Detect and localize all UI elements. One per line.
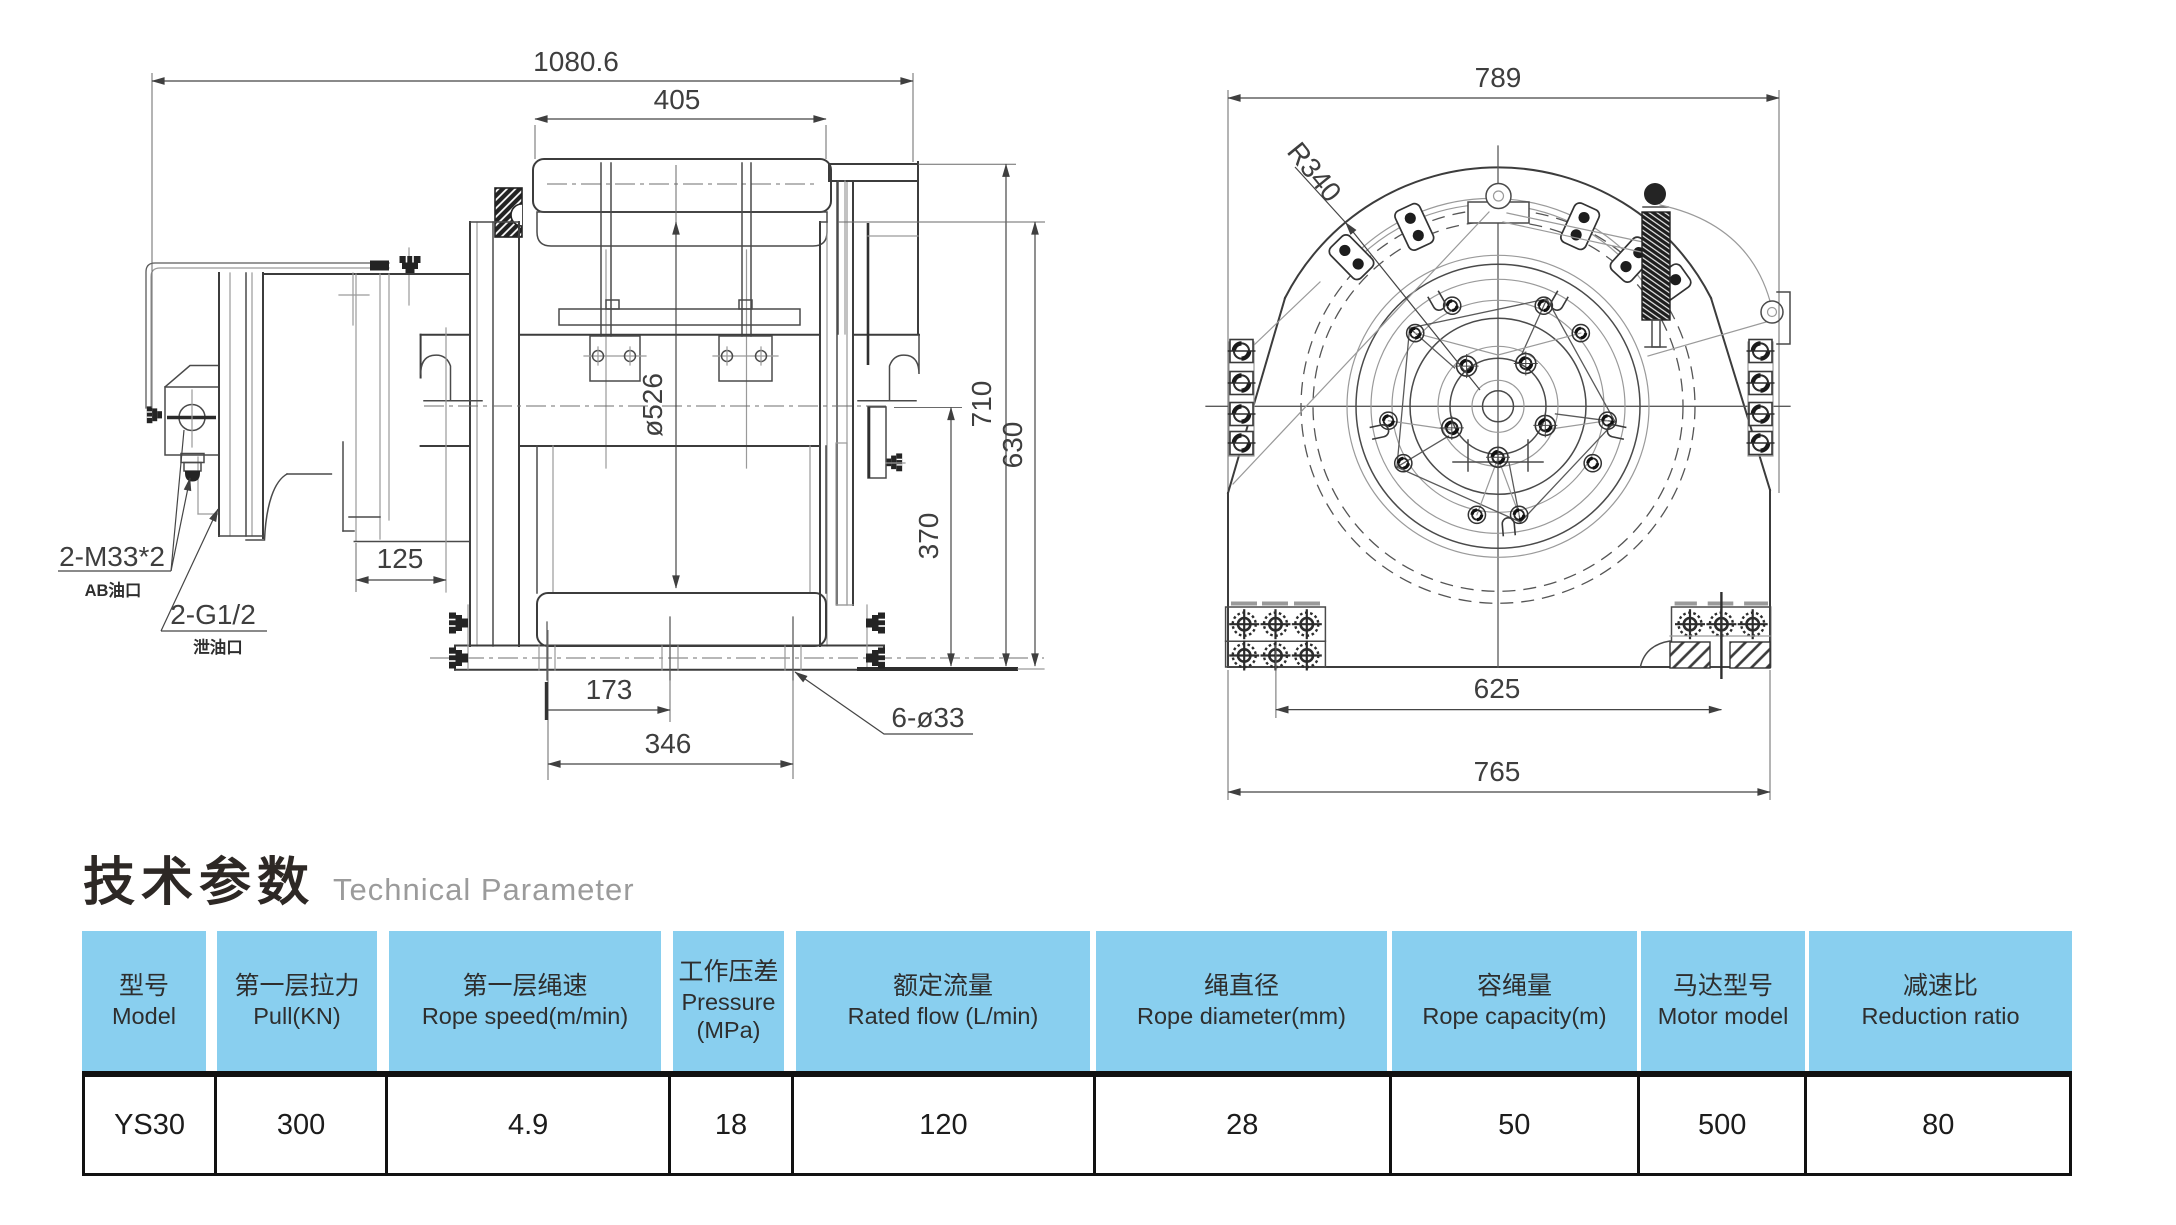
header-pressure: 工作压差 Pressure (MPa) (673, 931, 784, 1071)
label-oil-ports-sub: AB油口 (85, 580, 142, 600)
dim-gearbox-offset: 125 (377, 543, 424, 574)
header-model-en: Model (111, 1002, 176, 1029)
header-rope-speed-en: Rope speed(m/min) (421, 1002, 629, 1029)
dim-base-hole-spacing-half: 173 (586, 674, 633, 705)
rope-guide (1232, 182, 1644, 485)
cell-motor-model: 500 (1637, 1077, 1804, 1173)
header-rope-capacity: 容绳量 Rope capacity(m) (1392, 931, 1637, 1071)
brake-tensioner (1641, 183, 1791, 357)
header-reduction-ratio-cn: 减速比 (1902, 972, 1978, 1001)
header-pressure-en: Pressure (681, 988, 776, 1015)
header-motor-model-cn: 马达型号 (1672, 972, 1773, 1001)
section-title-en: Technical Parameter (333, 872, 635, 907)
front-body (1226, 166, 1772, 668)
header-rated-flow-cn: 额定流量 (892, 972, 993, 1001)
header-reduction-ratio-en: Reduction ratio (1861, 1002, 2020, 1029)
side-bolt-columns (1228, 340, 1775, 457)
header-pull: 第一层拉力 Pull(KN) (217, 931, 377, 1071)
header-rope-diameter-en: Rope diameter(mm) (1137, 1002, 1346, 1029)
parameter-table: 型号 Model 第一层拉力 Pull(KN) 第一层绳速 Rope speed… (82, 931, 2072, 1176)
cell-pull: 300 (214, 1077, 385, 1173)
cell-rope-diameter: 28 (1092, 1077, 1389, 1173)
side-view-dimensions: 1080.6 405 ø526 125 370 710 630 173 346 … (58, 46, 1045, 780)
dim-brake-radius: R340 (1281, 136, 1347, 208)
right-bracket (828, 161, 919, 606)
header-motor-model: 马达型号 Motor model (1641, 931, 1805, 1071)
section-title-cn: 技术参数 (83, 854, 316, 912)
header-pull-en: Pull(KN) (253, 1002, 341, 1029)
rope-anchor-block (494, 187, 523, 238)
header-pressure-en2: (MPa) (696, 1017, 761, 1044)
header-rated-flow: 额定流量 Rated flow (L/min) (796, 931, 1090, 1071)
hydraulic-motor (145, 247, 471, 593)
header-pressure-cn: 工作压差 (678, 958, 779, 987)
cell-rope-capacity: 50 (1388, 1077, 1637, 1173)
side-view: 1080.6 405 ø526 125 370 710 630 173 346 … (58, 46, 1045, 780)
cell-model: YS30 (114, 1108, 186, 1141)
front-view-dimensions: 789 R340 625 765 (1227, 62, 1780, 800)
label-oil-ports: 2-M33*2 (59, 541, 165, 572)
data-row: YS30 300 4.9 18 120 28 50 500 80 (82, 1071, 2072, 1176)
dim-overall-width: 1080.6 (533, 46, 619, 77)
label-drain-port: 2-G1/2 (170, 599, 256, 630)
label-drain-port-sub: 泄油口 (193, 637, 243, 657)
dim-bolt-spacing: 625 (1474, 673, 1521, 704)
dim-flange-diameter: ø526 (637, 373, 668, 437)
foundation-bolts-right (1639, 592, 1772, 679)
header-model-cn: 型号 (118, 972, 169, 1001)
header-rope-diameter: 绳直径 Rope diameter(mm) (1096, 931, 1387, 1071)
header-rope-speed-cn: 第一层绳速 (462, 972, 588, 1001)
section-title: 技术参数 Technical Parameter (83, 840, 635, 915)
header-pull-cn: 第一层拉力 (234, 972, 360, 1001)
cell-reduction-ratio: 80 (1804, 1077, 2069, 1173)
cell-pressure: 18 (668, 1077, 791, 1173)
dim-body-height: 630 (997, 422, 1028, 469)
header-model: 型号 Model (82, 931, 206, 1071)
base-plate (430, 604, 1045, 681)
header-reduction-ratio: 减速比 Reduction ratio (1809, 931, 2072, 1071)
dim-front-overall-width: 789 (1475, 62, 1522, 93)
dim-drum-width: 405 (654, 84, 701, 115)
dim-base-hole-spacing: 346 (645, 728, 692, 759)
dim-axis-height: 370 (913, 513, 944, 560)
cell-rated-flow: 120 (790, 1077, 1093, 1173)
front-view: 789 R340 625 765 (1205, 62, 1791, 800)
header-rope-speed: 第一层绳速 Rope speed(m/min) (389, 931, 661, 1071)
dim-total-height: 710 (966, 381, 997, 428)
header-rated-flow-en: Rated flow (L/min) (847, 1002, 1039, 1029)
header-motor-model-en: Motor model (1657, 1002, 1789, 1029)
header-rope-diameter-cn: 绳直径 (1203, 972, 1279, 1001)
dim-base-width: 765 (1474, 756, 1521, 787)
cell-rope-speed: 4.9 (385, 1077, 668, 1173)
header-rope-capacity-en: Rope capacity(m) (1422, 1002, 1607, 1029)
header-rope-capacity-cn: 容绳量 (1476, 972, 1552, 1001)
technical-drawing: .tk{stroke:#3c3c3c;stroke-width:2;fill:n… (58, 46, 1791, 800)
label-base-holes: 6-ø33 (891, 702, 964, 733)
